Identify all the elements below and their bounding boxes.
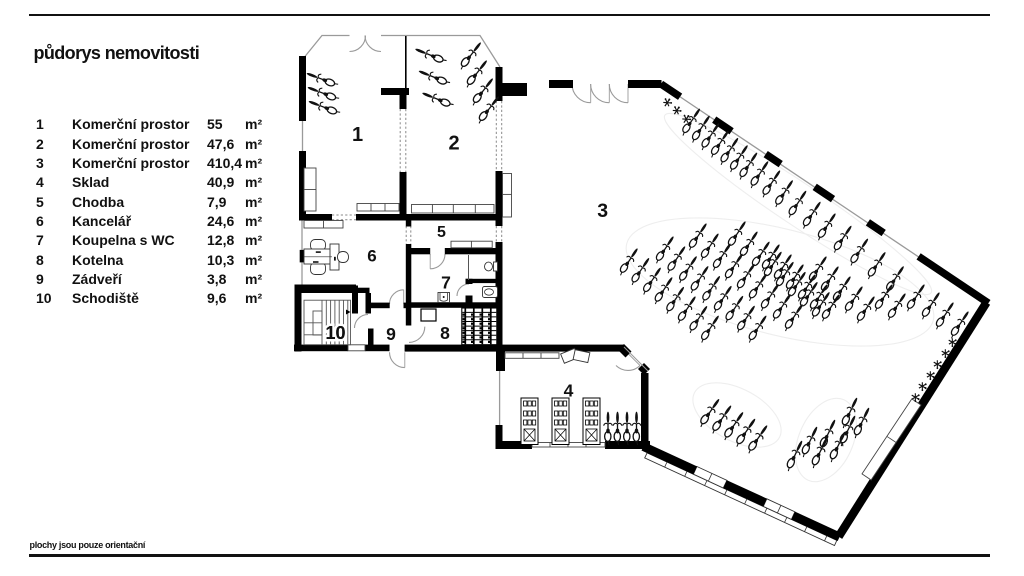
svg-text:1: 1 — [352, 124, 363, 146]
svg-text:2: 2 — [448, 133, 459, 155]
svg-text:3: 3 — [597, 200, 608, 222]
svg-text:10: 10 — [325, 323, 345, 343]
svg-text:6: 6 — [367, 247, 376, 266]
svg-text:9: 9 — [386, 324, 396, 344]
svg-text:4: 4 — [564, 381, 574, 401]
svg-text:5: 5 — [437, 224, 446, 241]
svg-text:10: 10 — [325, 323, 345, 343]
svg-text:7: 7 — [441, 273, 451, 293]
svg-text:8: 8 — [440, 323, 450, 343]
